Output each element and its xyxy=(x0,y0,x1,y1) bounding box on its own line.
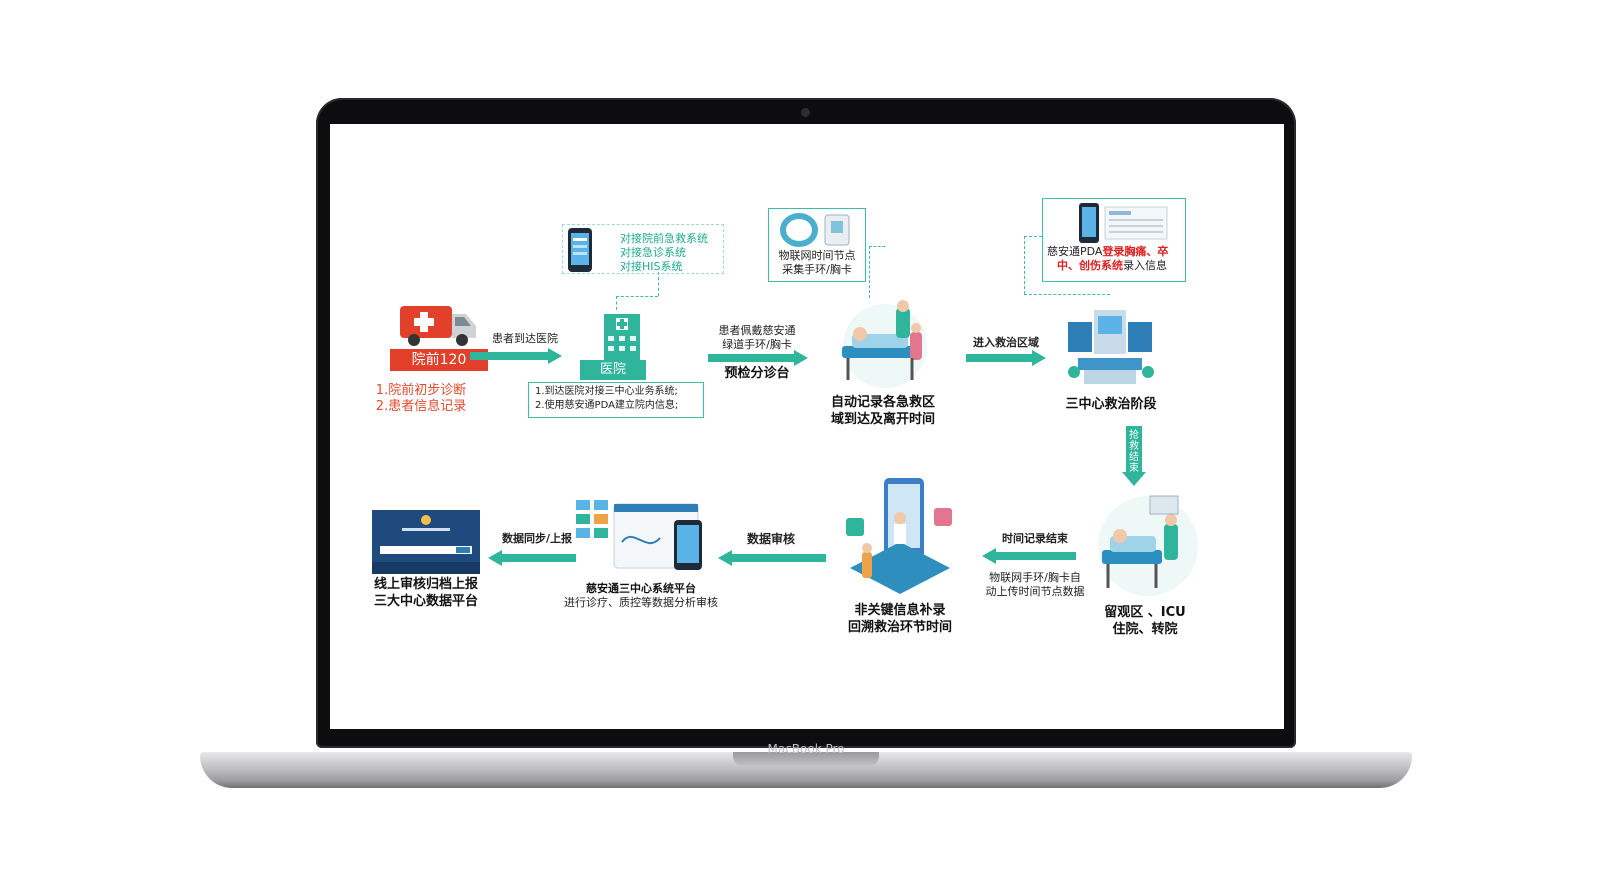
arrow-5-label: 数据审核 xyxy=(716,532,826,546)
connector-line xyxy=(658,272,659,296)
hospital-label: 医院 xyxy=(580,360,646,380)
brand-label: MacBook Pro xyxy=(706,741,906,757)
connector-line xyxy=(869,246,870,298)
observation-1: 留观区 、ICU xyxy=(1080,604,1210,621)
camera-icon xyxy=(801,108,810,117)
hospital-note-2: 2.使用慈安通PDA建立院内信息; xyxy=(535,399,678,413)
hospital-icon xyxy=(592,310,652,362)
pda-phone-icon xyxy=(566,228,594,272)
arrow-4-sub-1: 物联网手环/胸卡自 xyxy=(970,571,1100,585)
arrow-1-label: 患者到达医院 xyxy=(470,332,580,346)
platform-illustration xyxy=(574,498,704,582)
arrow-2 xyxy=(708,350,808,366)
hospital-note-1: 1.到达医院对接三中心业务系统; xyxy=(535,385,678,399)
pda-prefix: 慈安通PDA xyxy=(1047,245,1102,258)
iot-line-2: 采集手环/胸卡 xyxy=(769,263,865,277)
iot-box: 物联网时间节点 采集手环/胸卡 xyxy=(768,208,866,282)
arrow-3-label: 进入救治区域 xyxy=(966,336,1046,350)
connector-line xyxy=(616,296,617,310)
wristband-icon xyxy=(777,213,857,247)
upload-1: 线上审核归档上报 xyxy=(356,576,496,593)
connector-line xyxy=(1024,236,1042,237)
auto-record-1: 自动记录各急救区 xyxy=(818,394,948,411)
rescue-end-label: 抢救结束 xyxy=(1128,430,1140,474)
platform-2: 进行诊疗、质控等数据分析审核 xyxy=(546,596,736,610)
pda-device-icon xyxy=(1075,203,1171,243)
pda-suffix: 录入信息 xyxy=(1123,259,1167,272)
ambulance-icon xyxy=(400,304,478,348)
connector-line xyxy=(616,296,658,297)
supplement-illustration xyxy=(840,478,958,598)
pda-highlight-1: 登录胸痛、卒 xyxy=(1102,245,1168,258)
system-item-3: 对接HIS系统 xyxy=(620,260,683,273)
upload-2: 三大中心数据平台 xyxy=(356,593,496,610)
supplement-2: 回溯救治环节时间 xyxy=(830,619,970,636)
platform-1: 慈安通三中心系统平台 xyxy=(556,582,726,596)
arrow-6 xyxy=(488,550,576,566)
hospital-notes-box: 1.到达医院对接三中心业务系统; 2.使用慈安通PDA建立院内信息; xyxy=(528,382,704,418)
auto-record-2: 域到达及离开时间 xyxy=(818,411,948,428)
supplement-1: 非关键信息补录 xyxy=(830,602,970,619)
arrow-3 xyxy=(966,350,1046,366)
arrow-6-label: 数据同步/上报 xyxy=(490,532,584,546)
observation-2: 住院、转院 xyxy=(1080,621,1210,638)
data-platform-screenshot xyxy=(372,510,480,574)
arrow-5 xyxy=(718,550,826,566)
pda-box: 慈安通PDA登录胸痛、卒 中、创伤系统录入信息 xyxy=(1042,198,1186,282)
emergency-illustration xyxy=(830,298,940,390)
pda-text-line-2: 中、创伤系统录入信息 xyxy=(1057,259,1167,273)
ambulance-note-2: 2.患者信息记录 xyxy=(366,398,476,415)
arrow-4-sub-2: 动上传时间节点数据 xyxy=(970,585,1100,599)
ward-illustration xyxy=(1092,480,1202,606)
arrow-4 xyxy=(982,548,1076,564)
connector-line xyxy=(869,246,885,247)
three-center-label: 三中心救治阶段 xyxy=(1046,396,1176,413)
pda-highlight-2: 中、创伤系统 xyxy=(1057,259,1123,272)
screen: 院前120 1.院前初步诊断 2.患者信息记录 患者到达医院 医院 1.到达医院… xyxy=(330,124,1284,729)
arrow-1 xyxy=(470,348,562,364)
arrow-2-label-1: 患者佩戴慈安通 xyxy=(702,324,812,338)
three-center-illustration xyxy=(1058,310,1162,390)
system-item-2: 对接急诊系统 xyxy=(620,246,686,259)
connector-line xyxy=(1024,236,1025,294)
arrow-4-title: 时间记录结束 xyxy=(980,532,1090,546)
arrow-2-sub: 预检分诊台 xyxy=(702,365,812,382)
system-item-1: 对接院前急救系统 xyxy=(620,232,708,245)
connector-line xyxy=(1024,294,1110,295)
pda-text-line-1: 慈安通PDA登录胸痛、卒 xyxy=(1047,245,1168,259)
ambulance-note-1: 1.院前初步诊断 xyxy=(366,382,476,399)
iot-line-1: 物联网时间节点 xyxy=(769,249,865,263)
